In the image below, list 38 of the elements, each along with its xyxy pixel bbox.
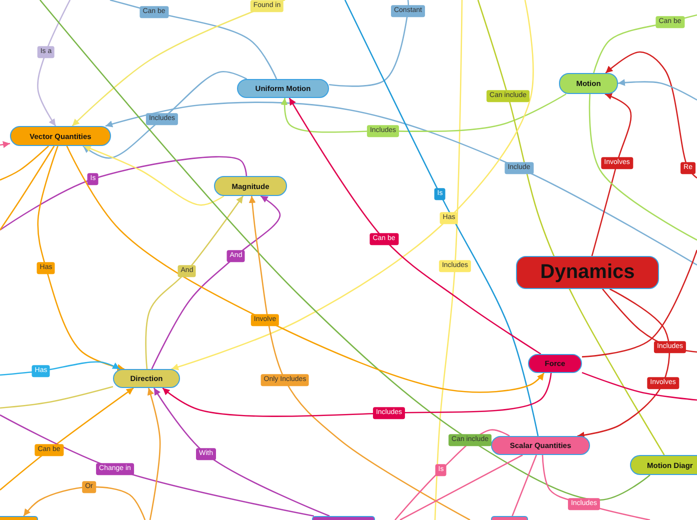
connector-line xyxy=(0,156,248,231)
topic-node: Dynamics xyxy=(516,256,659,289)
connector-line xyxy=(618,79,697,101)
connector-line xyxy=(105,102,697,266)
connector-line xyxy=(0,361,120,376)
connector-line xyxy=(0,146,50,181)
connector-line xyxy=(40,0,650,501)
connector-line xyxy=(288,98,542,355)
connector-line xyxy=(0,146,55,230)
connector-line xyxy=(37,0,71,126)
connector-line xyxy=(512,454,537,516)
connector-line xyxy=(328,0,410,87)
connector-line xyxy=(344,0,539,436)
connector-line xyxy=(582,372,697,401)
connector-line xyxy=(0,387,134,490)
connector-line xyxy=(0,141,10,148)
connector-line xyxy=(591,93,632,256)
connector-line xyxy=(477,0,665,456)
connector-line xyxy=(82,71,248,159)
connector-line xyxy=(582,250,697,358)
connector-line xyxy=(145,196,244,370)
connector-line xyxy=(162,372,552,417)
connector-line xyxy=(0,414,314,517)
connector-line xyxy=(400,454,523,520)
connector-line xyxy=(605,51,697,178)
connector-line xyxy=(171,0,534,370)
connector-line xyxy=(84,145,224,206)
connector-line xyxy=(147,388,161,520)
connector-line xyxy=(280,93,566,133)
connector-line xyxy=(0,386,114,409)
connector-line xyxy=(248,196,470,520)
connector-line xyxy=(577,288,670,439)
connector-line xyxy=(151,195,281,370)
connector-line xyxy=(23,486,146,520)
connector-line xyxy=(66,146,544,393)
connector-line xyxy=(153,388,330,517)
connector-line xyxy=(37,146,124,371)
connector-line xyxy=(588,94,697,241)
